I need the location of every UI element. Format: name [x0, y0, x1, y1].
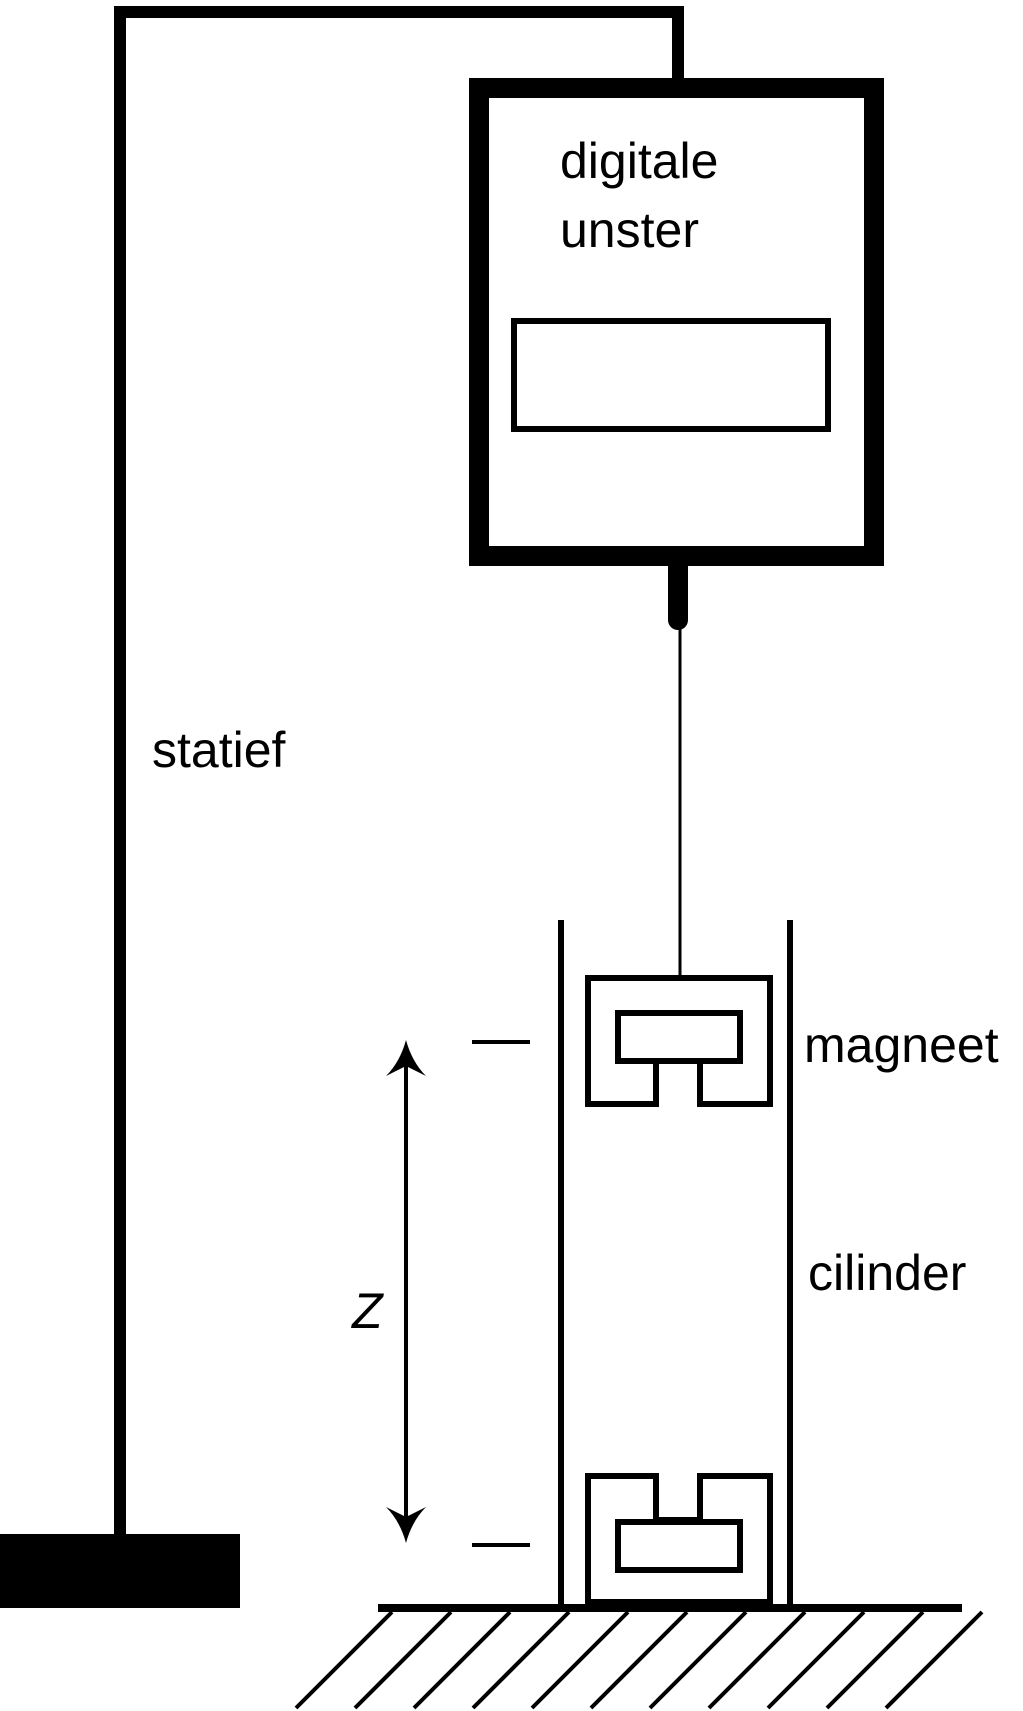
ground-hatch-line — [707, 1610, 807, 1710]
ground-hatch-line — [825, 1610, 925, 1710]
stand — [114, 6, 684, 1535]
scale-display — [511, 318, 831, 432]
magnet-label: magneet — [804, 1017, 999, 1073]
ground-hatch-line — [353, 1610, 453, 1710]
distance-arrowhead-down — [386, 1507, 426, 1543]
distance-arrowhead-up — [386, 1040, 426, 1076]
upper-magnet — [585, 975, 773, 1107]
stand-label: statief — [152, 722, 286, 778]
scale-label-line2: unster — [560, 202, 699, 258]
ground-hatch-line — [412, 1610, 512, 1710]
scale-label-line1: digitale — [560, 133, 718, 189]
ground-hatch-line — [471, 1610, 571, 1710]
stand-base — [0, 1534, 240, 1608]
distance-label: Z — [351, 1283, 384, 1339]
cylinder-label: cilinder — [808, 1245, 966, 1301]
ground-hatch-line — [589, 1610, 689, 1710]
ground-hatch-line — [294, 1610, 394, 1710]
ground-hatching — [294, 1610, 984, 1710]
ground-hatch-line — [884, 1610, 984, 1710]
ground-hatch-line — [766, 1610, 866, 1710]
ground-hatch-line — [648, 1610, 748, 1710]
stand-rod — [114, 6, 684, 1535]
lower-magnet — [585, 1473, 773, 1605]
ground-hatch-line — [530, 1610, 630, 1710]
